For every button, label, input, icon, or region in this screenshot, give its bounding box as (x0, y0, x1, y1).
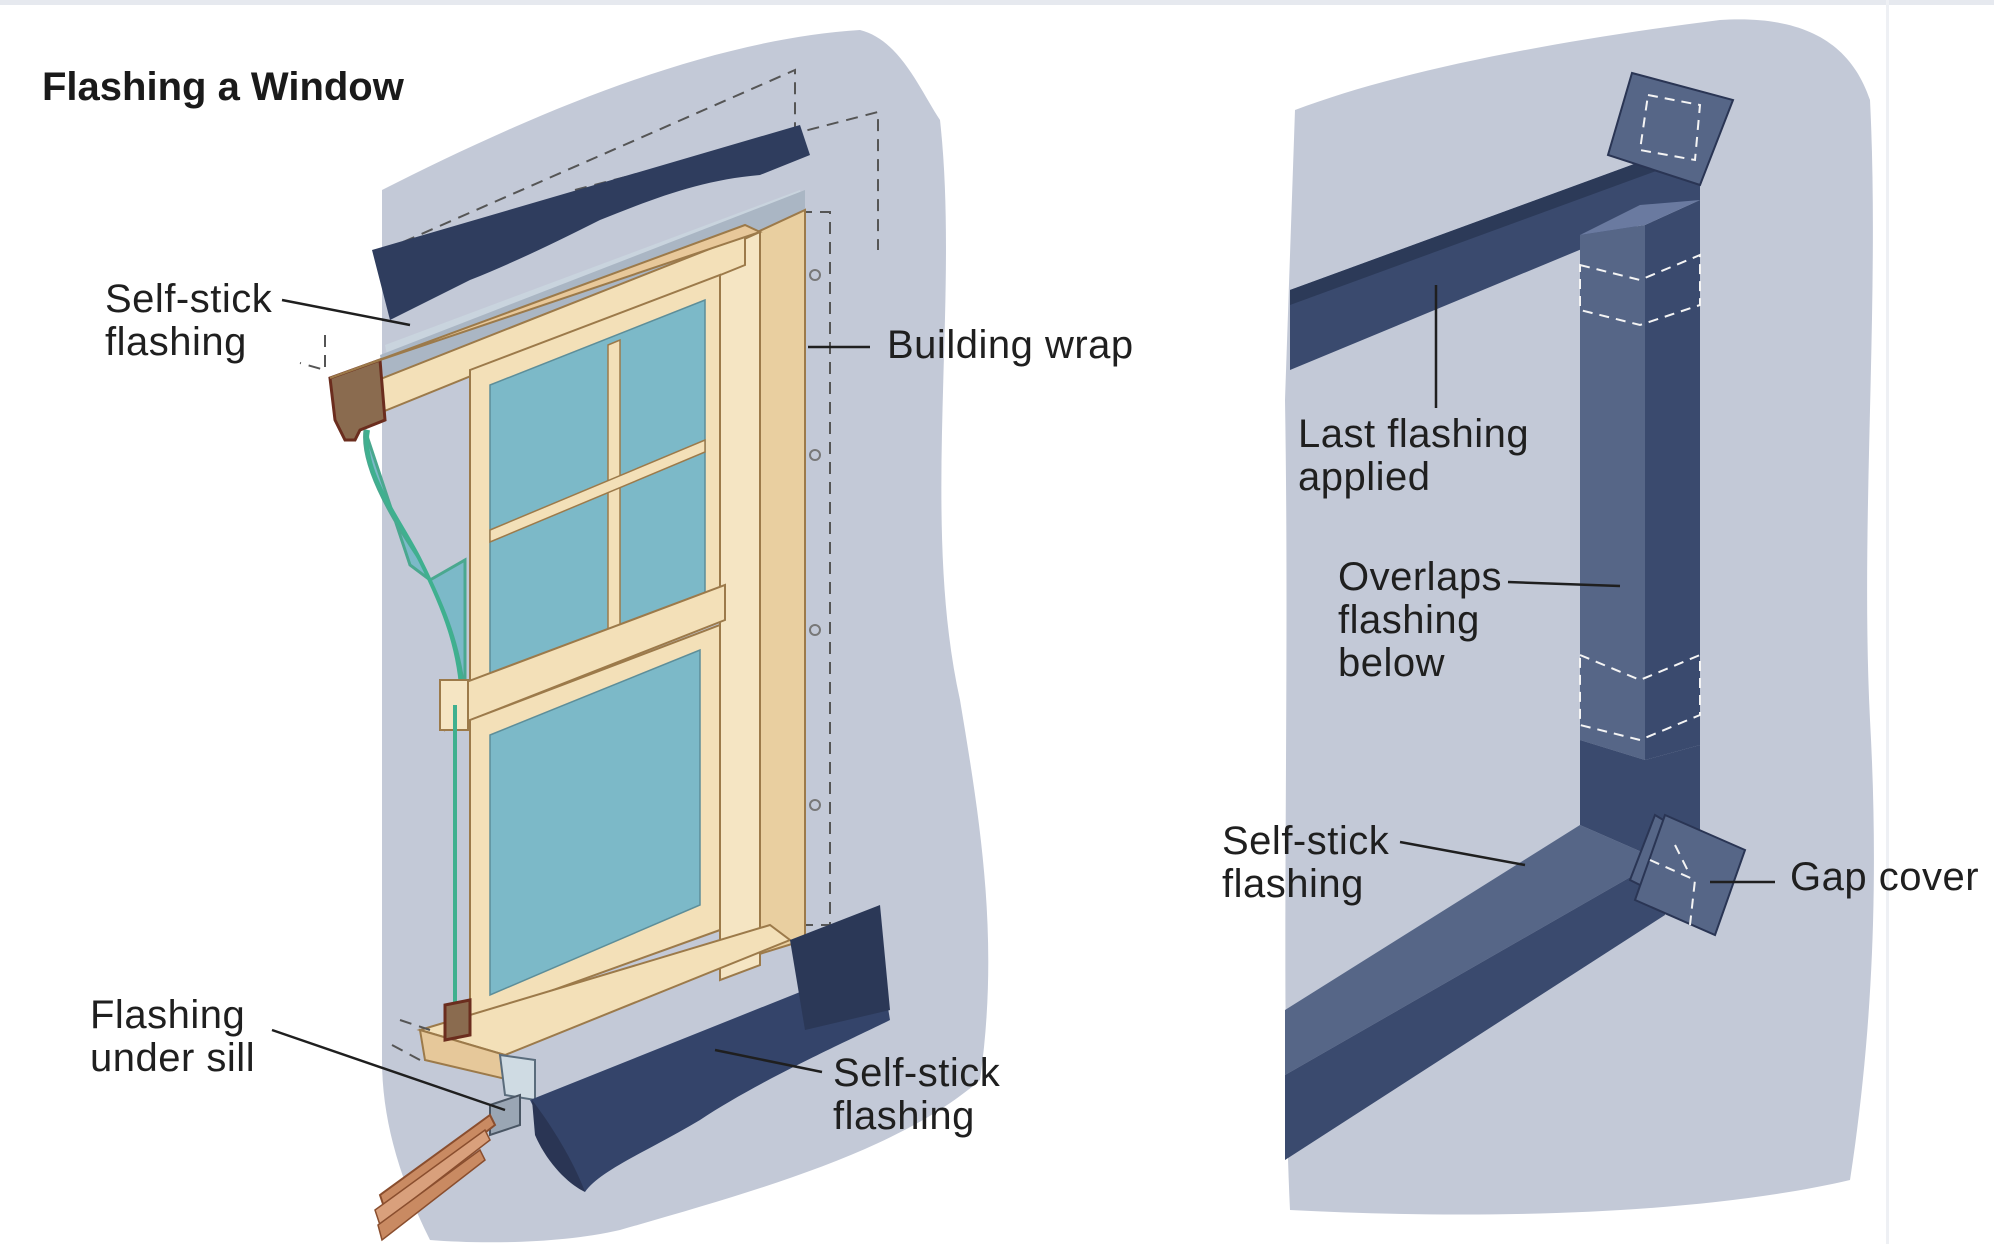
label-self-stick-bottom-line1: Self-stick (833, 1051, 1001, 1095)
label-self-stick-top-line2: flashing (105, 320, 247, 364)
left-diagram (299, 30, 989, 1243)
head-self-stick-flashing (372, 125, 810, 320)
label-building-wrap-text: Building wrap (887, 323, 1134, 367)
head-trim-end (328, 357, 387, 442)
bottom-flashing-left-curl (532, 1100, 585, 1192)
top-gap-cover (1606, 71, 1735, 187)
label-self-stick-bottom-2: flashing (833, 1094, 975, 1138)
leader-self-stick-top (281, 298, 411, 327)
label-building-wrap: Building wrap (887, 323, 1134, 367)
label-right-self-stick-line1: Self-stick (1222, 819, 1390, 863)
label-flashing-under-sill: Flashing (90, 993, 245, 1037)
leader-flashing-under-sill (271, 1028, 506, 1112)
label-overlaps-2: flashing (1338, 598, 1480, 642)
lower-siding-trim-2 (374, 1128, 491, 1227)
top-border (0, 0, 1994, 5)
side-jamb-flashing-top (1580, 200, 1700, 235)
right-border (1886, 0, 1889, 1244)
bottom-self-stick-flashing (530, 960, 890, 1192)
overlap-lower-dash (1579, 653, 1701, 742)
label-flashing-under-sill-line1: Flashing (90, 993, 245, 1037)
overlap-upper-dash (1579, 253, 1701, 327)
label-overlaps: Overlaps (1338, 555, 1502, 599)
label-right-self-stick: Self-stick (1222, 819, 1390, 863)
sill-flashing-top (1285, 825, 1660, 1075)
right-wall (1285, 19, 1874, 1215)
label-last-flashing-2: applied (1298, 455, 1431, 499)
head-trim-top (329, 223, 763, 379)
side-jamb-flashing-side (1645, 200, 1700, 760)
bottom-gap-cover-dash (1649, 844, 1697, 926)
sill-end-block (443, 998, 472, 1042)
leader-overlaps (1507, 580, 1621, 588)
building-wrap-outline-3 (800, 211, 831, 926)
side-jamb-flashing-front (1580, 225, 1645, 760)
sill-nosing (498, 1053, 536, 1102)
right-diagram (1285, 19, 1874, 1215)
sill-guide-dash-2 (391, 1044, 421, 1061)
sill-guide-dash-1 (399, 1019, 431, 1031)
bottom-flashing-curl (790, 905, 890, 1030)
leader-self-stick-bottom (714, 1048, 823, 1074)
label-right-self-stick-line2: flashing (1222, 862, 1364, 906)
glass-edge-line (364, 429, 464, 701)
lower-siding-trim-3 (377, 1148, 486, 1242)
diagram-title: Flashing a Window (42, 65, 405, 109)
sill-flashing-front (1285, 860, 1665, 1160)
label-self-stick-top-2: flashing (105, 320, 247, 364)
building-wrap-fasteners (809, 269, 821, 811)
label-last-flashing-line2: applied (1298, 455, 1431, 499)
head-guide-dash (299, 335, 326, 372)
label-overlaps-line2: flashing (1338, 598, 1480, 642)
label-overlaps-line1: Overlaps (1338, 555, 1502, 599)
head-flashing-top-edge (1290, 140, 1700, 305)
label-gap-cover-text: Gap cover (1790, 855, 1979, 899)
label-flashing-under-sill-line2: under sill (90, 1036, 255, 1080)
lower-glass (489, 648, 701, 997)
label-self-stick-bottom: Self-stick (833, 1051, 1001, 1095)
label-last-flashing-line1: Last flashing (1298, 412, 1529, 456)
head-flashing-last (1290, 140, 1700, 370)
label-flashing-under-sill-2: under sill (90, 1036, 255, 1080)
label-overlaps-line3: below (1338, 641, 1445, 685)
label-last-flashing: Last flashing (1298, 412, 1529, 456)
label-overlaps-3: below (1338, 641, 1445, 685)
bottom-gap-cover-full (1633, 813, 1747, 937)
leader-right-self-stick (1399, 840, 1526, 867)
label-self-stick-top-line1: Self-stick (105, 277, 273, 321)
top-gap-cover-dash (1638, 93, 1702, 162)
upper-muntin-horizontal (489, 438, 706, 544)
label-self-stick-top: Self-stick (105, 277, 273, 321)
label-gap-cover: Gap cover (1790, 855, 1979, 899)
title-text: Flashing a Window (42, 65, 405, 109)
label-right-self-stick-2: flashing (1222, 862, 1364, 906)
label-self-stick-bottom-line2: flashing (833, 1094, 975, 1138)
